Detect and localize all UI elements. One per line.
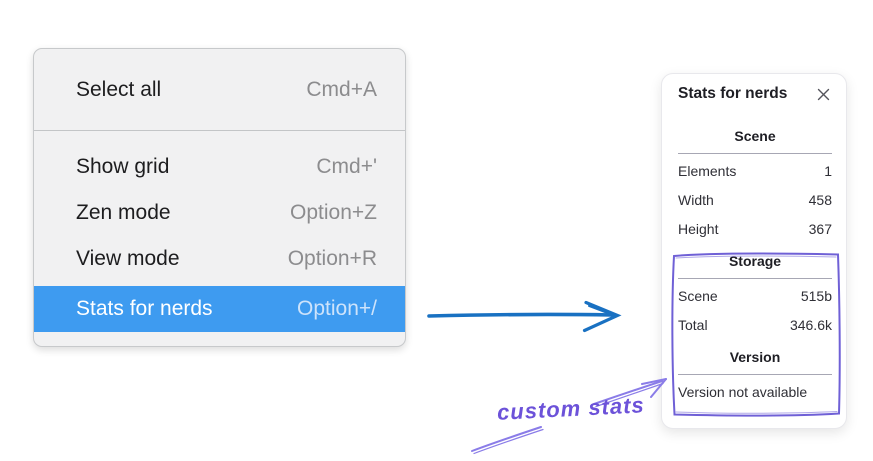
stat-label: Width [678, 192, 714, 208]
stat-label: Total [678, 317, 708, 333]
stats-panel-header: Stats for nerds [678, 85, 832, 103]
section-divider [678, 153, 832, 154]
menu-group: Show grid Cmd+' Zen mode Option+Z View m… [34, 131, 405, 346]
menu-item-select-all[interactable]: Select all Cmd+A [34, 49, 405, 130]
section-divider [678, 374, 832, 375]
stat-value: 458 [808, 192, 832, 208]
stat-value: 346.6k [789, 317, 832, 333]
version-section-heading: Version [729, 349, 781, 365]
menu-item-label: Select all [76, 77, 162, 101]
menu-item-shortcut: Option+/ [297, 297, 377, 320]
menu-item-zen-mode[interactable]: Zen mode Option+Z [34, 190, 405, 236]
menu-item-shortcut: Option+Z [290, 201, 377, 224]
close-icon [817, 88, 829, 100]
stat-label: Elements [678, 163, 737, 179]
menu-item-label: Zen mode [76, 201, 171, 224]
menu-item-stats-for-nerds[interactable]: Stats for nerds Option+/ [34, 286, 405, 332]
storage-section-heading: Storage [728, 253, 782, 269]
stats-panel-title: Stats for nerds [678, 85, 788, 102]
menu-item-shortcut: Cmd+A [306, 77, 377, 101]
stat-value: 515b [800, 288, 832, 304]
stat-row-width: Width 458 [678, 186, 832, 215]
menu-item-show-grid[interactable]: Show grid Cmd+' [34, 144, 405, 190]
stat-row-elements: Elements 1 [678, 157, 832, 186]
stat-value: 367 [808, 221, 832, 237]
stats-panel: Stats for nerds Scene Elements 1 Width 4… [661, 73, 847, 429]
blue-arrow [427, 300, 622, 333]
section-divider [678, 278, 832, 279]
stat-label: Height [678, 221, 719, 237]
stat-row-scene-storage: Scene 515b [678, 282, 832, 311]
scene-section-heading: Scene [734, 128, 776, 144]
menu-item-label: Stats for nerds [76, 297, 213, 320]
context-menu: Select all Cmd+A Show grid Cmd+' Zen mod… [33, 48, 406, 347]
version-note: Version not available [678, 384, 808, 400]
menu-divider [34, 130, 405, 131]
close-button[interactable] [814, 85, 832, 103]
stat-label: Scene [678, 288, 718, 304]
stat-row-total-storage: Total 346.6k [678, 311, 832, 340]
custom-stats-annotation: custom stats [496, 392, 646, 425]
menu-item-label: Show grid [76, 155, 170, 178]
menu-item-label: View mode [76, 247, 180, 270]
menu-item-shortcut: Cmd+' [316, 155, 377, 178]
stat-value: 1 [824, 163, 832, 179]
menu-item-view-mode[interactable]: View mode Option+R [34, 236, 405, 282]
menu-item-shortcut: Option+R [287, 247, 377, 270]
stat-row-height: Height 367 [678, 215, 832, 244]
